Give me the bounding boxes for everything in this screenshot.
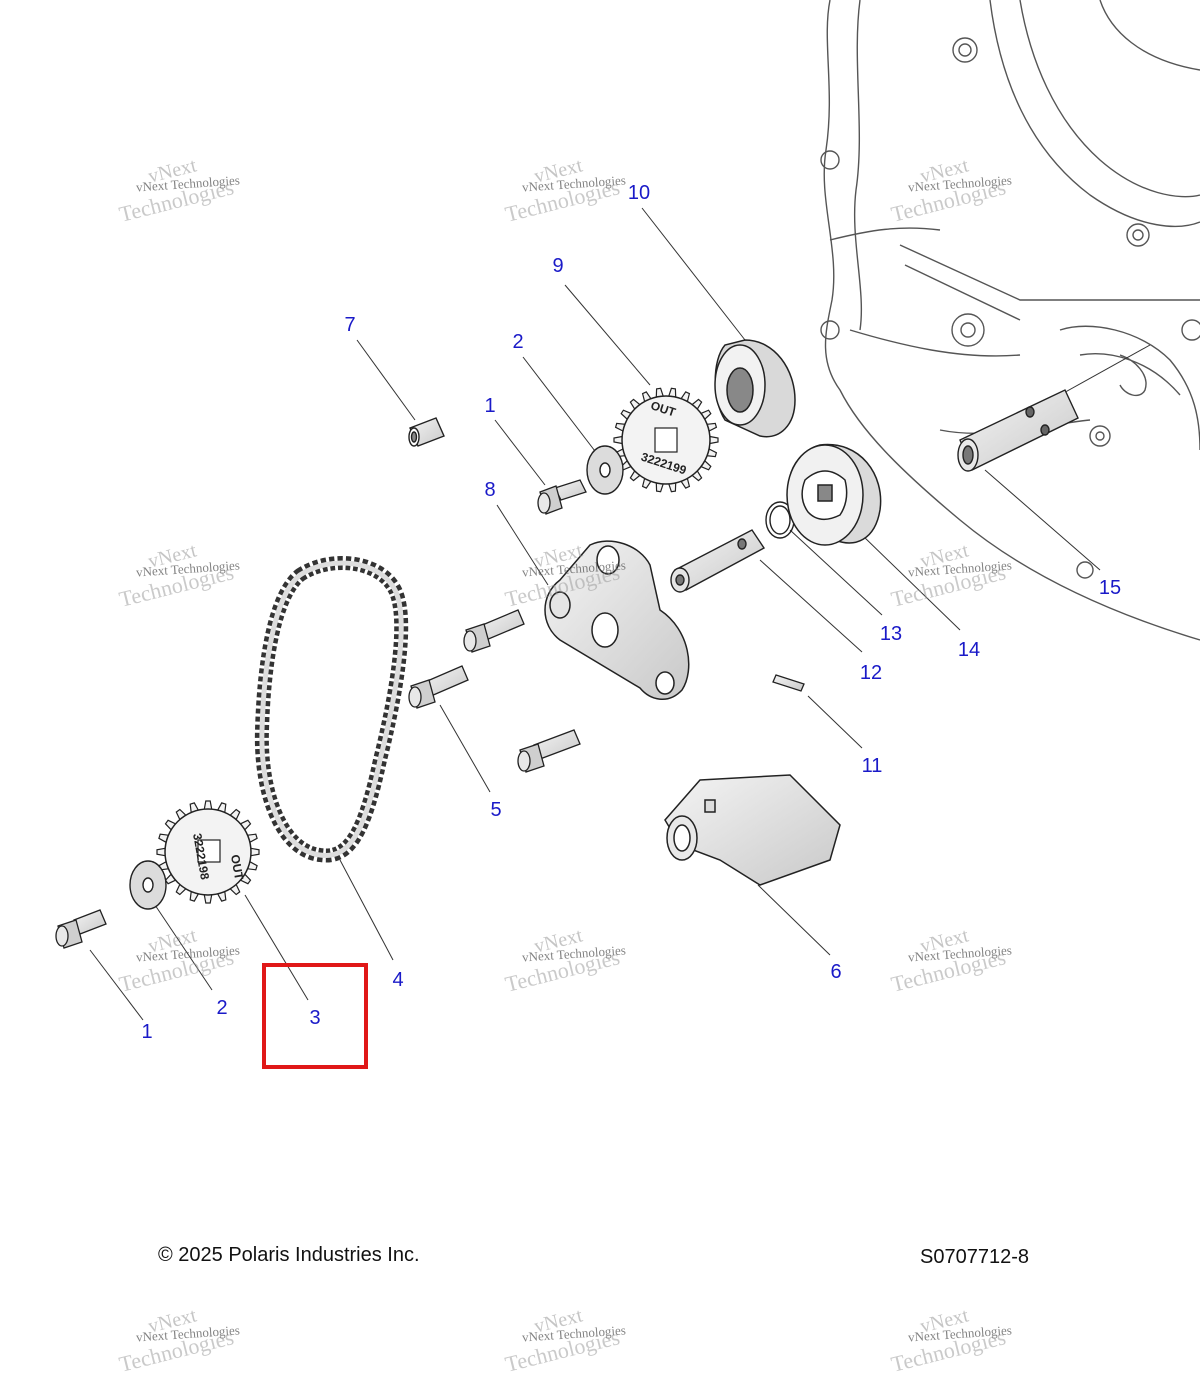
diagram-code: S0707712-8 (920, 1246, 1029, 1268)
rotor-part-14 (786, 443, 882, 546)
callout-15: 15 (1098, 577, 1122, 599)
shaft-part-12 (670, 529, 766, 593)
spacer-part-10 (714, 339, 796, 438)
highlight-box (262, 963, 368, 1069)
washer-part-2-lower (129, 860, 167, 910)
copyright-notice: © 2025 Polaris Industries Inc. (158, 1244, 420, 1266)
bushing-part-7 (408, 417, 445, 447)
callout-1-lower: 1 (141, 1021, 153, 1043)
callout-13: 13 (879, 623, 903, 645)
callout-5: 5 (490, 799, 502, 821)
callout-12: 12 (859, 662, 883, 684)
pin-part-11 (772, 674, 805, 692)
callout-9: 9 (552, 255, 564, 277)
callout-11: 11 (861, 755, 883, 777)
callout-4: 4 (392, 969, 404, 991)
engine-case (820, 0, 1200, 641)
pickup-part-6 (664, 774, 841, 886)
callout-2-upper: 2 (512, 331, 524, 353)
callout-10: 10 (627, 182, 651, 204)
bolt-part-1-upper (537, 479, 587, 515)
lower-sprocket-part-3: OUT 3222198 (156, 800, 260, 904)
bolt-part-1-lower (55, 909, 107, 949)
lower-sprocket-out-label: OUT (228, 853, 246, 881)
chain-part-4 (254, 556, 409, 863)
callout-8: 8 (484, 479, 496, 501)
exploded-view-drawing: OUT 3222199 (55, 0, 1200, 1021)
callout-2-lower: 2 (216, 997, 228, 1019)
callout-6: 6 (830, 961, 842, 983)
parts-diagram: OUT 3222199 (55, 0, 1200, 1377)
leader-lines (89, 207, 1151, 1021)
pump-housing-part-8 (544, 540, 690, 700)
callout-1-upper: 1 (484, 395, 496, 417)
bolts-part-5 (408, 609, 581, 773)
callout-7: 7 (344, 314, 356, 336)
washer-part-2-upper (586, 445, 624, 495)
tube-part-15 (957, 389, 1079, 472)
callout-3: 3 (309, 1007, 321, 1029)
upper-sprocket-part-9: OUT 3222199 (613, 387, 719, 493)
callout-14: 14 (957, 639, 981, 661)
